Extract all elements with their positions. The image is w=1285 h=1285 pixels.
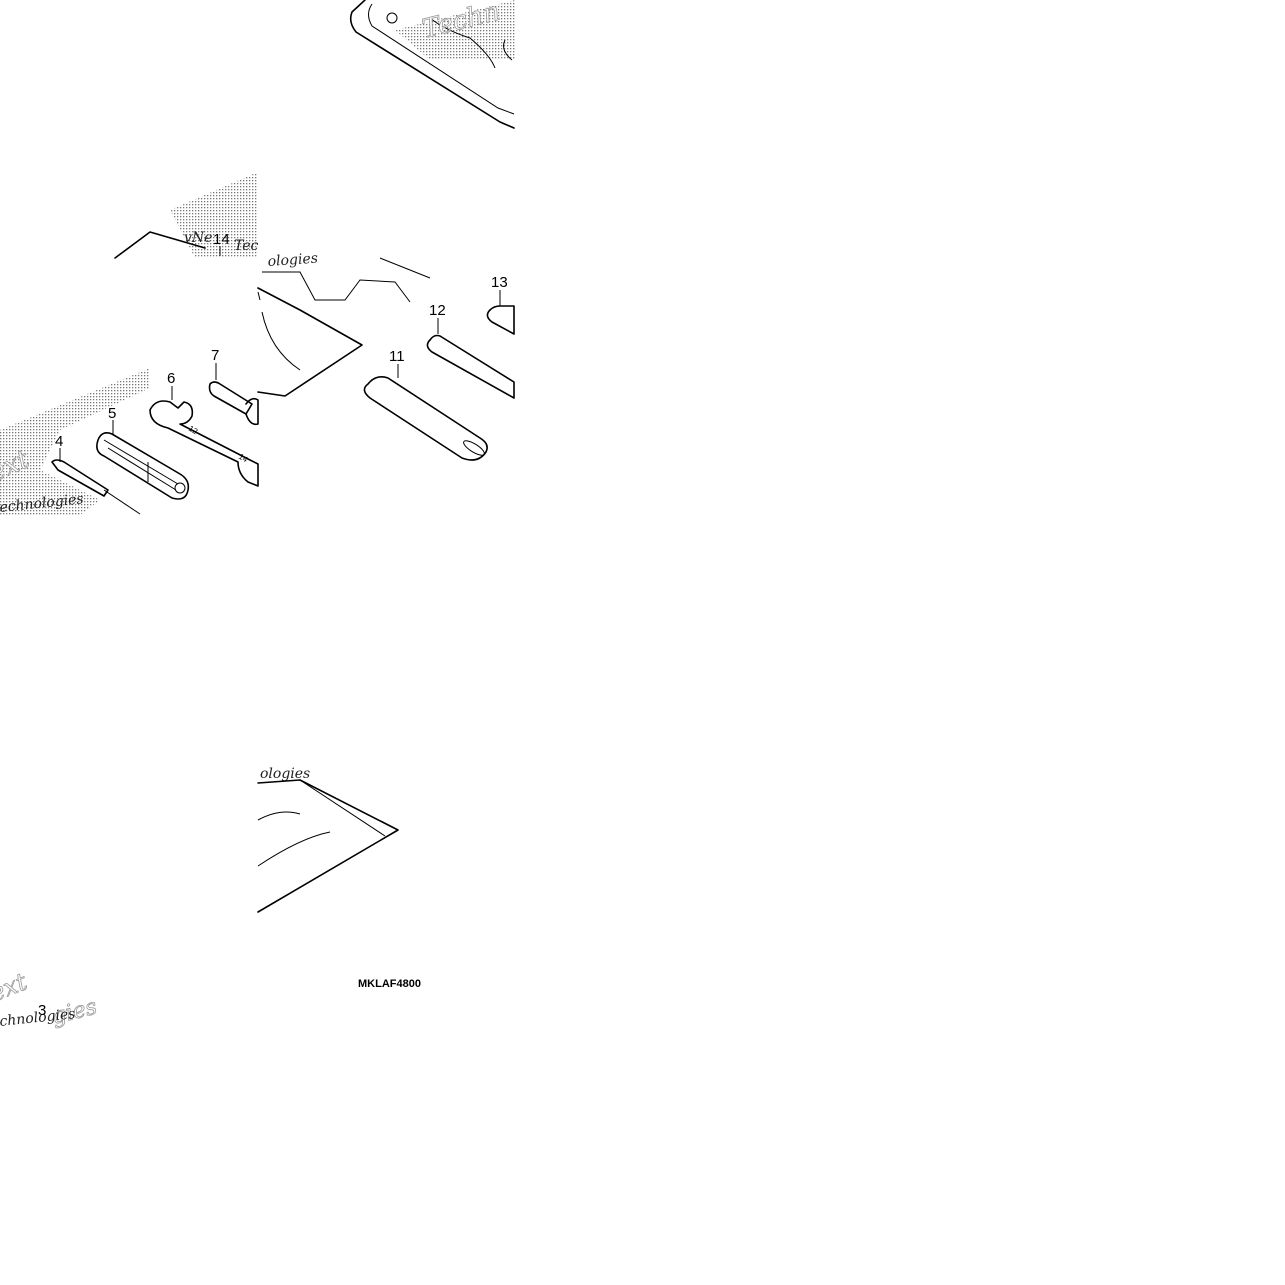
item-13-grip: 13 — [486, 274, 515, 335]
tool-bag-lid-tile: Techn — [349, 0, 515, 129]
pouch-outline — [257, 779, 399, 913]
item-12-grip: 12 — [426, 302, 515, 399]
pouch-seam — [299, 779, 386, 837]
tool-bag-outline — [349, 0, 515, 129]
watermark-text: vNe — [184, 230, 212, 246]
wrench-6-body — [149, 400, 259, 487]
bit-4-extension — [103, 489, 141, 515]
tool-bag-inner-edge — [368, 3, 515, 115]
grip-11-body — [363, 376, 488, 461]
handle-5-ribs — [103, 439, 179, 491]
tool-bag-strap-end — [503, 39, 513, 61]
item-14-tile: vNe Tec 14 — [114, 172, 259, 259]
extension-7-body — [208, 381, 253, 415]
item-7-extension: 7 — [208, 347, 259, 426]
grip-13-body — [486, 305, 515, 335]
callout-7: 7 — [211, 347, 219, 364]
watermark-text: Tec — [234, 238, 259, 254]
callout-4: 4 — [55, 433, 63, 450]
item-14-outline — [114, 231, 206, 259]
item-3-tile: ext gies chnologies 3 — [0, 967, 100, 1030]
callout-11: 11 — [389, 348, 405, 365]
handle-5-socket — [174, 482, 186, 494]
grip-12-body — [426, 334, 515, 399]
grip-tiles: ologies 11 12 13 — [257, 251, 515, 461]
wrench-6-size-mark: 12 — [187, 424, 200, 437]
pouch-fold — [257, 831, 331, 867]
callout-13: 13 — [491, 274, 508, 291]
watermark-dot-texture — [395, 0, 515, 60]
tool-pouch-flap — [257, 287, 363, 397]
callout-12: 12 — [429, 302, 446, 319]
watermark-text: ologies — [260, 766, 310, 782]
extension-7-joint — [245, 397, 259, 426]
callout-6: 6 — [167, 370, 175, 387]
tool-pouch-fold — [261, 311, 301, 371]
tool-bag-strap — [429, 17, 496, 69]
tools-tile: ext echnologies 4 5 12 14 6 — [0, 347, 259, 516]
tool-bag-snap — [386, 12, 398, 24]
item-5-screwdriver-handle: 5 — [96, 405, 190, 500]
callout-5: 5 — [108, 405, 116, 422]
watermark-dot-texture — [0, 368, 150, 515]
pouch-corner-tile: ologies MKLAF4800 — [257, 766, 421, 990]
callout-3: 3 — [38, 1002, 46, 1019]
brand-letter-outline — [257, 271, 411, 303]
watermark-text: chnologies — [0, 1006, 76, 1030]
callout-14: 14 — [213, 231, 230, 248]
watermark-text: ologies — [267, 251, 318, 270]
item-11-grip: 11 — [363, 348, 488, 461]
tool-edge — [379, 257, 431, 279]
pouch-fold — [257, 811, 301, 821]
diagram-code: MKLAF4800 — [358, 978, 421, 990]
watermark-dot-texture — [170, 172, 258, 258]
handle-5-body — [96, 432, 190, 500]
item-4-screwdriver-bit: 4 — [51, 433, 141, 515]
item-6-wrench: 12 14 6 — [149, 370, 259, 487]
watermark-text: ext — [0, 967, 31, 1007]
grip-11-end — [463, 440, 485, 456]
